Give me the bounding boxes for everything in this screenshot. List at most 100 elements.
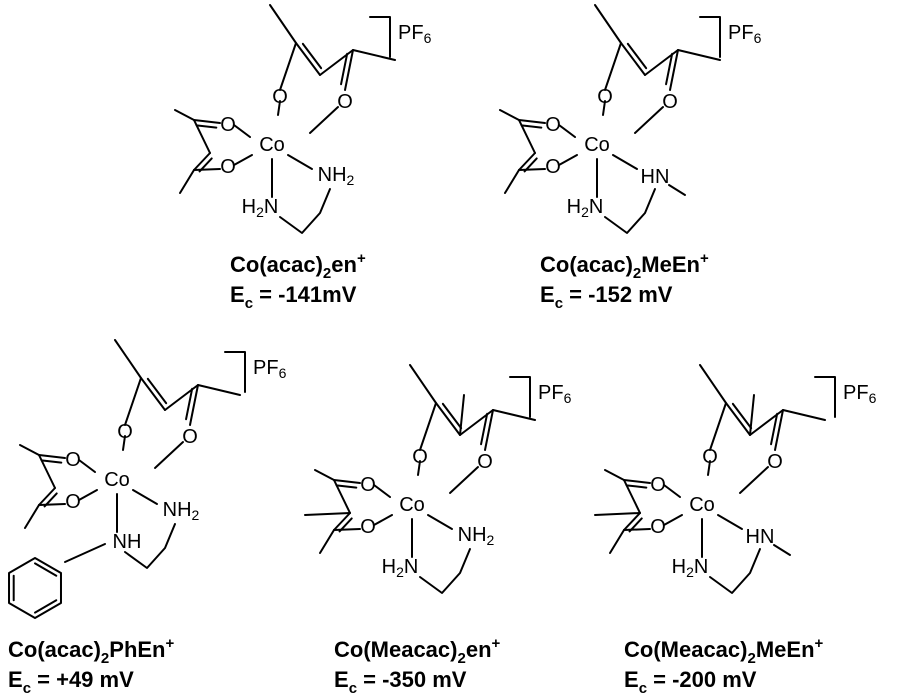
left-ring-methyl-bottom bbox=[179, 169, 195, 194]
top-ring-bond bbox=[699, 364, 727, 451]
top-ring-bond bbox=[435, 402, 461, 436]
top-carbonyl-co-bond bbox=[449, 466, 479, 494]
top-o-co-bond bbox=[417, 460, 421, 476]
ethylene-bridge bbox=[124, 523, 176, 569]
top-carbonyl-co-bond bbox=[309, 106, 339, 134]
top-ring-carbonyl bbox=[484, 409, 494, 451]
lower-amine-label: H2N bbox=[567, 196, 604, 220]
cobalt-label: Co bbox=[689, 494, 715, 516]
left-ring-methyl bbox=[314, 469, 335, 481]
left-ring-methyl bbox=[174, 109, 195, 121]
left-ring-methyl-bottom bbox=[319, 529, 335, 554]
n-methyl-bond bbox=[668, 184, 686, 196]
left-ring-double bbox=[333, 512, 351, 531]
top-carbonyl-co-bond bbox=[634, 106, 664, 134]
top-ring-carbonyl-inner bbox=[770, 412, 779, 446]
top-carbonyl-co-bond bbox=[739, 466, 769, 494]
left-ring-carbonyl bbox=[333, 479, 361, 484]
top-ring-carbonyl-inner bbox=[480, 412, 489, 446]
caption-name-2: Co(acac)2MeEn+ bbox=[540, 250, 709, 282]
top-carbonyl-oxygen-label: O bbox=[477, 451, 493, 473]
top-ring-meacac-methyl bbox=[749, 394, 755, 436]
left-ring-carbonyl-inner bbox=[195, 124, 218, 129]
left-o-co-bond bbox=[233, 154, 253, 166]
counterion-label: PF6 bbox=[253, 357, 287, 381]
ethylene-bridge bbox=[279, 188, 331, 234]
left-carbonyl-oxygen-label: O bbox=[650, 474, 666, 496]
top-o-co-bond bbox=[122, 435, 126, 451]
left-ring-carbonyl-inner bbox=[335, 484, 358, 489]
left-oxygen-label: O bbox=[220, 156, 236, 178]
cobalt-label: Co bbox=[399, 494, 425, 516]
caption-ec-2: Ec = -152 mV bbox=[540, 282, 673, 312]
top-carbonyl-oxygen-label: O bbox=[337, 91, 353, 113]
ethylene-bridge bbox=[419, 548, 471, 594]
left-ring-methyl bbox=[19, 444, 40, 456]
left-ring-meacac-methyl bbox=[594, 512, 641, 516]
co-n-upper-bond bbox=[612, 154, 638, 170]
left-o-co-bond bbox=[78, 489, 98, 501]
left-ring-o-bond bbox=[38, 503, 66, 506]
top-ring-methyl bbox=[492, 409, 536, 421]
left-ring-methyl-bottom bbox=[504, 169, 520, 194]
cobalt-label: Co bbox=[104, 469, 130, 491]
phenyl-ring-double bbox=[34, 599, 58, 614]
left-ring-o-bond bbox=[623, 528, 651, 531]
left-ring-o-bond bbox=[193, 168, 221, 171]
top-ring-bond bbox=[269, 4, 297, 91]
n-methyl-bond bbox=[773, 544, 791, 556]
caption-name-4: Co(Meacac)2en+ bbox=[334, 635, 501, 667]
left-carbonyl-co-bond bbox=[663, 484, 681, 498]
charge-bracket bbox=[224, 351, 246, 393]
top-ring-bond-inner bbox=[731, 402, 753, 430]
left-ring-methyl-bottom bbox=[24, 504, 40, 529]
left-carbonyl-co-bond bbox=[373, 484, 391, 498]
left-ring-carbonyl bbox=[518, 119, 546, 124]
top-oxygen-label: O bbox=[272, 86, 288, 108]
top-ring-carbonyl-inner bbox=[665, 52, 674, 86]
ethylene-bridge bbox=[604, 188, 656, 234]
left-ring-o-bond bbox=[518, 168, 546, 171]
left-o-co-bond bbox=[663, 514, 683, 526]
caption-ec-3: Ec = +49 mV bbox=[8, 667, 134, 695]
left-ring-o-bond bbox=[333, 528, 361, 531]
left-carbonyl-co-bond bbox=[233, 124, 251, 138]
left-oxygen-label: O bbox=[650, 516, 666, 538]
co-n-upper-bond bbox=[132, 489, 158, 505]
lower-amine-label: H2N bbox=[382, 556, 419, 580]
top-ring-bond bbox=[114, 339, 142, 426]
caption-ec-5: Ec = -200 mV bbox=[624, 667, 757, 695]
cobalt-label: Co bbox=[584, 134, 610, 156]
phenyl-ring bbox=[8, 557, 62, 619]
co-n-upper-bond bbox=[427, 514, 453, 530]
left-ring-carbonyl bbox=[623, 479, 651, 484]
upper-amine-label: NH2 bbox=[458, 524, 495, 548]
upper-amine-label: NH2 bbox=[163, 499, 200, 523]
top-ring-bond bbox=[140, 377, 166, 411]
top-ring-carbonyl-inner bbox=[340, 52, 349, 86]
left-ring-carbonyl-inner bbox=[40, 459, 63, 464]
top-carbonyl-oxygen-label: O bbox=[662, 91, 678, 113]
top-ring-carbonyl bbox=[344, 49, 354, 91]
phenyl-ring-double bbox=[34, 562, 58, 577]
lower-amine-label: H2N bbox=[672, 556, 709, 580]
cobalt-label: Co bbox=[259, 134, 285, 156]
charge-bracket bbox=[369, 16, 391, 58]
charge-bracket bbox=[509, 376, 531, 418]
lower-amine-label: H2N bbox=[242, 196, 279, 220]
left-ring-double bbox=[38, 487, 56, 506]
caption-ec-4: Ec = -350 mV bbox=[334, 667, 467, 695]
top-ring-bond bbox=[620, 42, 646, 76]
left-carbonyl-co-bond bbox=[558, 124, 576, 138]
co-n-upper-bond bbox=[287, 154, 313, 170]
left-ring-methyl bbox=[499, 109, 520, 121]
left-carbonyl-oxygen-label: O bbox=[360, 474, 376, 496]
top-ring-bond bbox=[295, 42, 321, 76]
counterion-label: PF6 bbox=[843, 382, 877, 406]
left-ring-methyl-bottom bbox=[609, 529, 625, 554]
ethylene-bridge bbox=[709, 548, 761, 594]
